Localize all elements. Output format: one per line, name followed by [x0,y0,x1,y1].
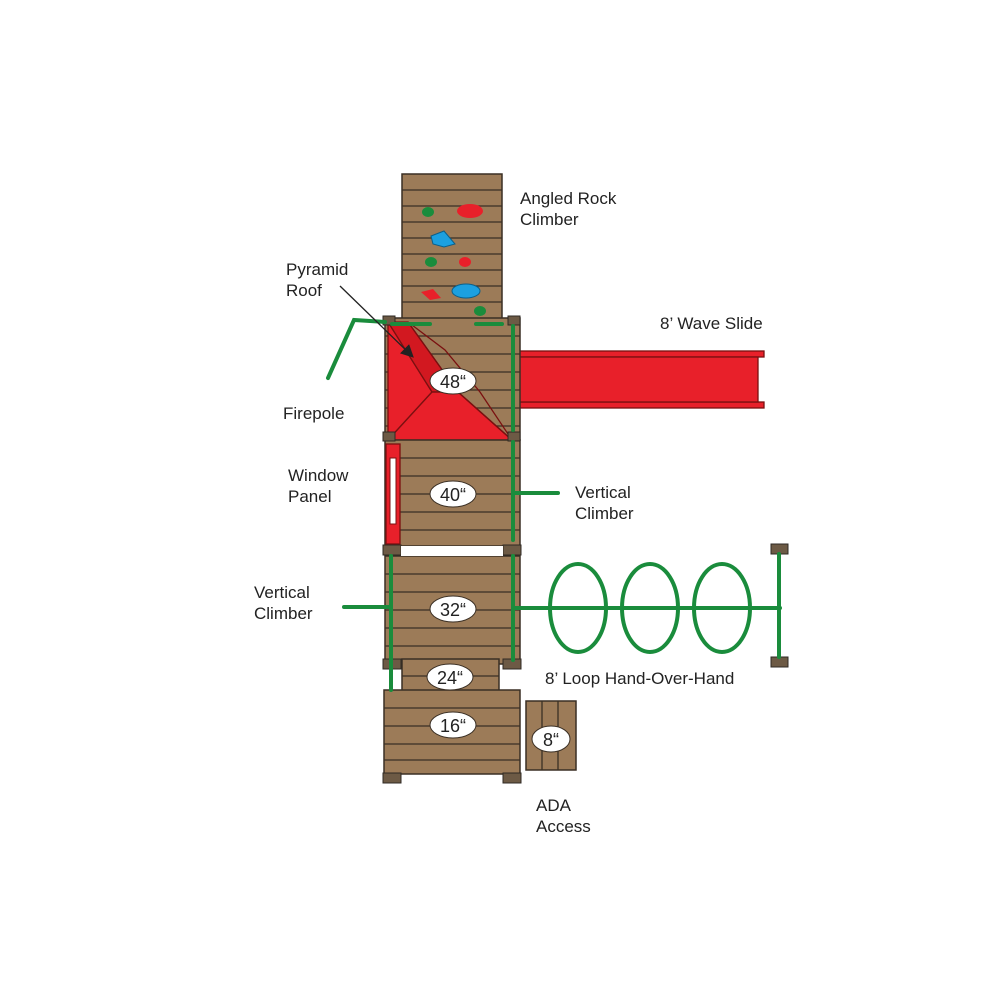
loop-hand-over-hand [511,552,782,659]
rock-hold [474,306,486,316]
label-line: Vertical [254,583,310,602]
label-vertical-climber-right: Vertical Climber [575,482,634,524]
label-rock-climber: Angled Rock Climber [520,188,616,230]
wave-slide [504,350,765,409]
height-badge-8: 8“ [531,725,571,753]
rock-hold [459,257,471,267]
label-line: Pyramid [286,260,349,279]
rock-hold [425,257,437,267]
label-vertical-climber-left: Vertical Climber [254,582,313,624]
rock-hold [421,289,441,300]
label-loop-hand-over-hand: 8’ Loop Hand-Over-Hand [545,669,735,688]
rock-hold [457,204,483,218]
loop-ring [692,562,752,654]
label-line: ADA [536,796,571,815]
label-line: Window [288,466,349,485]
window-panel [385,443,401,545]
label-line: Climber [254,604,313,623]
rock-climber-wall [401,173,503,325]
rock-hold [430,230,456,248]
label-line: Access [536,817,591,836]
height-label-48: 48“ [440,372,466,392]
firepole [326,317,387,380]
deck-gap [401,546,503,556]
label-line: Climber [520,210,579,229]
label-pyramid-roof: Pyramid Roof [286,259,348,301]
label-firepole: Firepole [283,404,345,423]
pyramid-roof-arrow [339,285,414,358]
loop-ring [548,562,608,654]
height-badge-48: 48“ [429,367,477,395]
label-line: Roof [286,281,322,300]
height-label-24: 24“ [437,668,463,688]
label-line: Vertical [575,483,631,502]
label-line: Panel [288,487,332,506]
height-label-16: 16“ [440,716,466,736]
label-line: Angled Rock [520,189,617,208]
label-wave-slide: 8’ Wave Slide [660,314,763,333]
height-badge-24: 24“ [426,663,474,691]
label-line: Climber [575,504,634,523]
height-badge-32: 32“ [429,595,477,623]
rock-hold [422,207,434,217]
label-window-panel: Window Panel [288,465,348,507]
height-label-40: 40“ [440,485,466,505]
loop-ring [620,562,680,654]
label-ada-access: ADA Access [536,795,591,837]
height-label-32: 32“ [440,600,466,620]
rock-hold [451,283,481,299]
height-badge-40: 40“ [429,480,477,508]
height-badge-16: 16“ [429,711,477,739]
climbing-rocks [421,204,486,316]
height-label-8: 8“ [543,730,559,750]
